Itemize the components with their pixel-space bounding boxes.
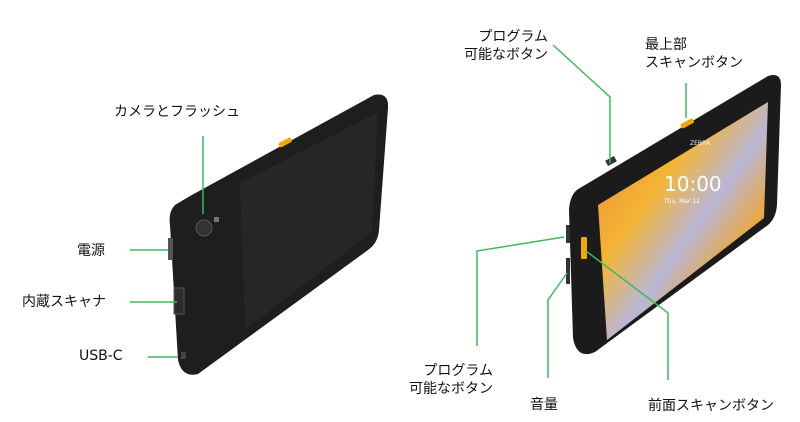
- flash-icon: [214, 217, 219, 222]
- label-line: スキャンボタン: [645, 55, 743, 71]
- volume-leader: [547, 272, 568, 378]
- volume-button: [566, 258, 570, 284]
- label-line: プログラム: [423, 363, 493, 379]
- tablet-back-view: [168, 94, 389, 375]
- programmable-button-top: [605, 156, 617, 166]
- label-scanner: 内蔵スキャナ: [22, 294, 106, 310]
- screen: [598, 102, 768, 340]
- label-programmable-bottom: プログラム 可能なボタン: [385, 362, 493, 398]
- prog-bottom-leader: [476, 236, 565, 346]
- power-button: [168, 238, 173, 260]
- label-camera-flash: カメラとフラッシュ: [114, 104, 240, 120]
- label-line: 可能なボタン: [464, 47, 548, 63]
- label-top-scan: 最上部 スキャンボタン: [645, 36, 743, 72]
- label-power: 電源: [77, 243, 105, 259]
- leader-lines: [130, 44, 687, 380]
- front-scan-leader: [585, 250, 669, 380]
- screen-date: Thu, Mar 12: [664, 198, 700, 205]
- front-scan-button: [581, 237, 587, 259]
- camera-icon: [195, 219, 213, 237]
- screen-brand: ZEBRA: [690, 140, 711, 147]
- back-panel: [240, 112, 378, 330]
- screen-lock-clock: 10:00 Thu, Mar 12: [664, 172, 722, 206]
- prog-top-leader: [552, 44, 611, 163]
- screen-clock: 10:00: [664, 172, 722, 196]
- label-line: プログラム: [478, 29, 548, 45]
- label-front-scan: 前面スキャンボタン: [648, 398, 774, 414]
- label-line: 最上部: [645, 37, 687, 53]
- programmable-button-side: [566, 225, 570, 243]
- label-volume: 音量: [530, 397, 558, 413]
- usb-port: [181, 352, 186, 359]
- tablet-front-view: [566, 75, 781, 355]
- label-programmable-top: プログラム 可能なボタン: [440, 28, 548, 64]
- scanner-window: [173, 287, 185, 315]
- label-line: 可能なボタン: [409, 381, 493, 397]
- top-scan-button: [680, 118, 694, 129]
- label-usb-c: USB-C: [79, 348, 123, 364]
- top-scan-button-back: [278, 137, 292, 148]
